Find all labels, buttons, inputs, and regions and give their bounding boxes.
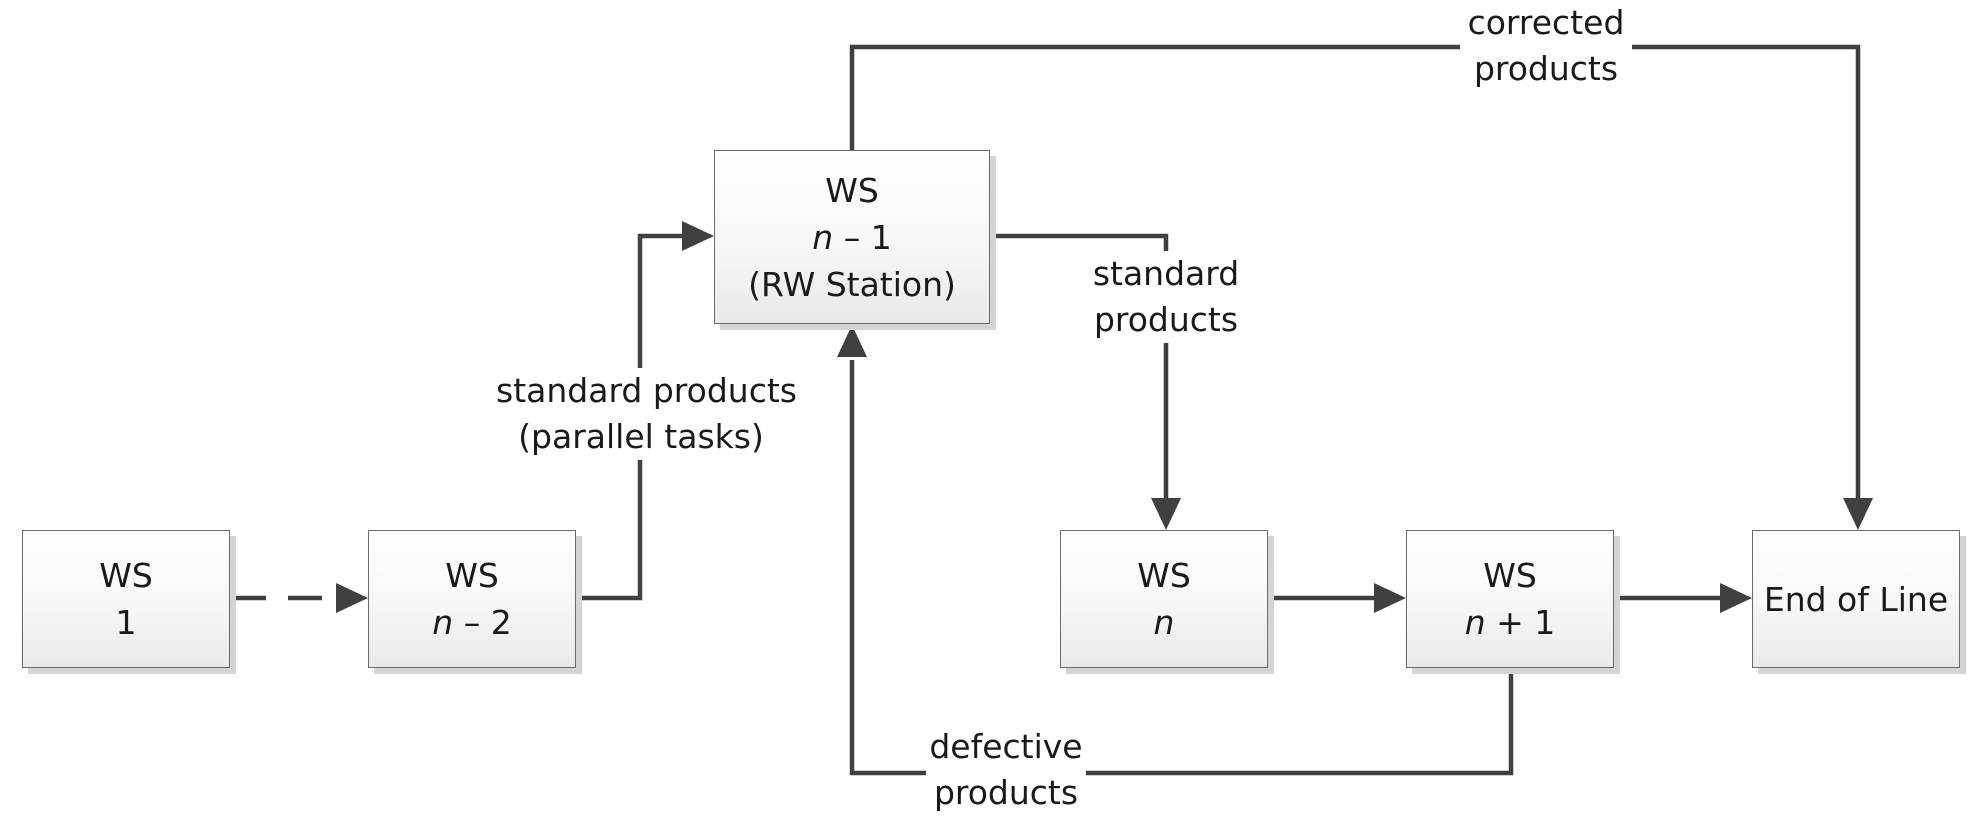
station-ws-n-minus-1-line3: (RW Station): [748, 264, 956, 304]
label-defective-line2: products: [933, 773, 1079, 812]
station-end-of-line-label: End of Line: [1763, 579, 1949, 619]
station-ws-n-line1: WS: [1137, 556, 1191, 595]
station-ws-n-plus-1-line1: WS: [1483, 556, 1537, 595]
station-ws-n: WS n: [1060, 530, 1268, 668]
arrowhead-into-ws-n-minus-1-bottom: [837, 325, 867, 357]
station-ws-n-plus-1-offset: + 1: [1485, 603, 1556, 642]
station-ws-n-minus-1-line1: WS: [825, 170, 879, 210]
label-corrected-line1: corrected: [1467, 3, 1625, 42]
station-ws-1-line1: WS: [99, 556, 153, 595]
station-ws-n-plus-1-line2: n + 1: [1465, 599, 1556, 646]
station-ws-n-plus-1: WS n + 1: [1406, 530, 1614, 668]
station-ws-n-minus-2-variable: n: [432, 603, 454, 642]
arrowhead-into-ws-n-minus-2: [336, 583, 368, 613]
label-standard-line1: standard: [1092, 254, 1240, 293]
arrowhead-into-ws-n-minus-1-left: [682, 221, 714, 251]
label-standard-line2: products: [1093, 300, 1239, 339]
label-parallel-line2: (parallel tasks): [518, 417, 764, 456]
station-ws-n-variable: n: [1153, 603, 1175, 642]
edge-ws-n-minus-1-to-end-of-line: [849, 44, 1861, 500]
station-ws-1: WS 1: [22, 530, 230, 668]
station-ws-n-minus-2-line2: n – 2: [432, 599, 511, 646]
label-corrected-products: corrected products: [1460, 0, 1632, 92]
label-defective-line1: defective: [929, 727, 1083, 766]
arrowhead-into-end-of-line-left: [1720, 583, 1752, 613]
station-ws-n-minus-2: WS n – 2: [368, 530, 576, 668]
label-corrected-line2: products: [1473, 49, 1619, 88]
station-ws-1-line2: 1: [115, 603, 137, 642]
station-ws-n-minus-1-rw: WS n – 1 (RW Station): [714, 150, 990, 324]
label-standard-products: standard products: [1086, 251, 1246, 343]
station-ws-n-minus-2-offset: – 2: [453, 603, 512, 642]
label-defective-products: defective products: [926, 724, 1086, 816]
edge-ws-n-minus-1-to-ws-n: [990, 233, 1169, 500]
station-ws-n-plus-1-variable: n: [1464, 603, 1486, 642]
station-end-of-line: End of Line: [1752, 530, 1960, 668]
arrowhead-into-ws-n: [1151, 498, 1181, 530]
edge-ws-n-plus-1-to-ws-n-minus-1: [849, 360, 1514, 776]
arrowhead-into-ws-n-plus-1: [1374, 583, 1406, 613]
station-ws-n-minus-2-line1: WS: [445, 556, 499, 595]
arrowhead-into-end-of-line-top: [1843, 498, 1873, 530]
label-parallel-line1: standard products: [496, 371, 797, 410]
station-ws-n-minus-1-offset: – 1: [833, 217, 892, 257]
station-ws-n-minus-1-variable: n: [812, 217, 834, 257]
label-standard-products-parallel: standard products (parallel tasks): [496, 368, 797, 460]
station-ws-n-minus-1-line2: n – 1: [812, 214, 891, 261]
